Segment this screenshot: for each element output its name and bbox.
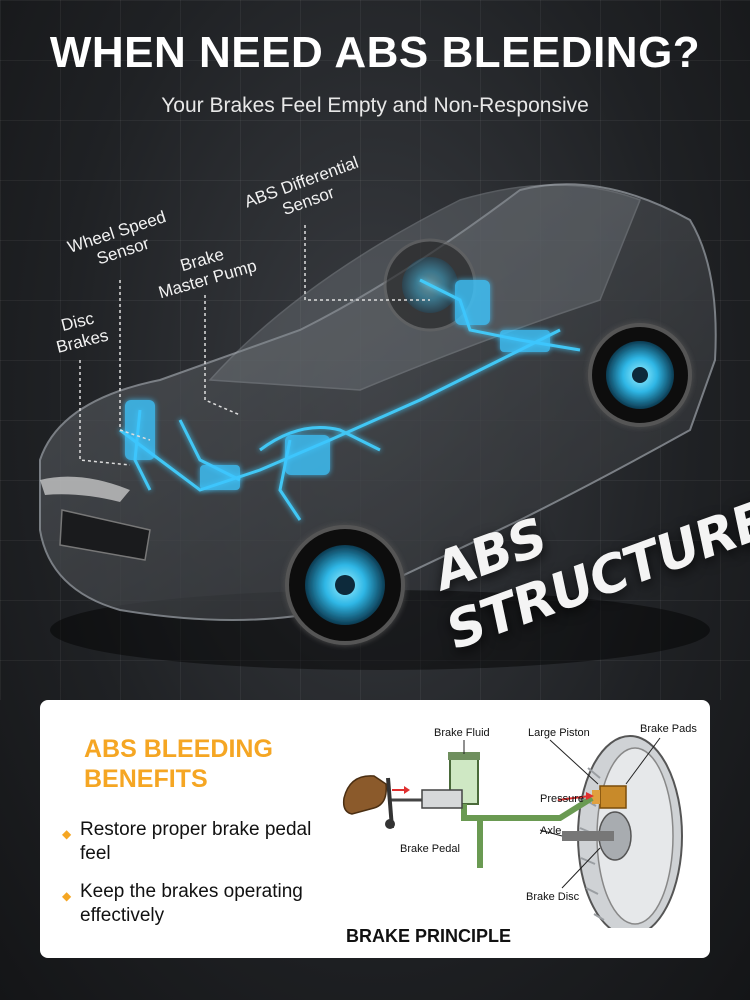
page-subtitle: Your Brakes Feel Empty and Non-Responsiv… xyxy=(161,94,589,117)
benefit-item: ◆ Restore proper brake pedal feel xyxy=(62,818,322,866)
benefits-title: ABS BLEEDING BENEFITS xyxy=(84,735,273,793)
tire-icon xyxy=(562,735,683,928)
diagram-label-axle: Axle xyxy=(540,825,561,837)
shoe-icon xyxy=(342,775,387,815)
benefits-panel: ABS BLEEDING BENEFITS ◆ Restore proper b… xyxy=(40,700,710,958)
benefit-text: Keep the brakes operating effectively xyxy=(80,881,303,926)
brake-principle-caption: BRAKE PRINCIPLE xyxy=(346,926,512,946)
diamond-bullet-icon: ◆ xyxy=(62,889,72,903)
diagram-label-brake-disc: Brake Disc xyxy=(526,891,580,903)
benefit-text: Restore proper brake pedal feel xyxy=(80,819,312,864)
brake-pads-icon xyxy=(599,785,627,809)
front-wheel xyxy=(285,525,405,645)
abs-components xyxy=(125,280,550,490)
diamond-bullet-icon: ◆ xyxy=(62,827,72,841)
diagram-label-brake-fluid: Brake Fluid xyxy=(434,727,490,739)
car-body xyxy=(39,183,717,621)
benefit-item: ◆ Keep the brakes operating effectively xyxy=(62,880,322,928)
diagram-label-brake-pedal: Brake Pedal xyxy=(400,843,460,855)
diagram-label-pressure: Pressure xyxy=(540,793,584,805)
page-title: WHEN NEED ABS BLEEDING? xyxy=(49,28,701,77)
car-illustration xyxy=(39,183,717,670)
rear-wheel xyxy=(588,323,692,427)
diagram-label-large-piston: Large Piston xyxy=(528,727,590,739)
diagram-label-brake-pads: Brake Pads xyxy=(640,723,697,735)
leader-lines xyxy=(79,225,430,466)
brake-principle-diagram: Brake Fluid Large Piston Brake Pads Pres… xyxy=(342,723,697,928)
